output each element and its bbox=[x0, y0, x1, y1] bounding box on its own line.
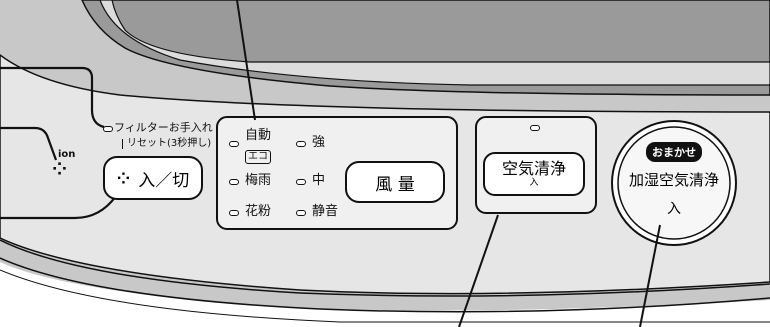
auto-led bbox=[229, 141, 239, 147]
power-button-label: 入／切 bbox=[138, 170, 190, 191]
auto-label: 自動 bbox=[245, 128, 272, 143]
quiet-led bbox=[296, 210, 306, 216]
filter-reset-label: リセット(3秒押し) bbox=[122, 139, 211, 149]
rainy-label: 梅雨 bbox=[245, 173, 272, 188]
air-clean-label: 空気清浄 bbox=[501, 159, 566, 178]
medium-led bbox=[296, 179, 306, 185]
filter-label: フィルターお手入れ bbox=[114, 121, 213, 134]
grape-ion-icon: ⁘ bbox=[52, 159, 67, 180]
ion-label: ion bbox=[58, 149, 76, 160]
fan-speed-label: 風 量 bbox=[375, 174, 415, 195]
omakase-label: 加湿空気清浄 bbox=[628, 171, 719, 189]
omakase-button[interactable]: おまかせ 加湿空気清浄 入 bbox=[618, 128, 730, 238]
air-clean-led bbox=[530, 125, 540, 131]
filter-led-indicator bbox=[103, 126, 113, 132]
air-clean-button[interactable]: 空気清浄 入 bbox=[483, 152, 585, 196]
fan-speed-button[interactable]: 風 量 bbox=[345, 161, 445, 203]
omakase-badge: おまかせ bbox=[646, 142, 702, 162]
omakase-sub-label: 入 bbox=[667, 201, 681, 217]
pollen-label: 花粉 bbox=[245, 204, 272, 219]
eco-badge: エコ bbox=[245, 146, 271, 164]
grape-icon: ⁘ bbox=[116, 168, 131, 188]
medium-label: 中 bbox=[312, 173, 326, 188]
power-button[interactable]: ⁘ 入／切 bbox=[103, 156, 203, 200]
pollen-led bbox=[229, 210, 239, 216]
air-clean-sub-label: 入 bbox=[529, 178, 539, 188]
strong-label: 強 bbox=[312, 135, 326, 150]
quiet-label: 静音 bbox=[312, 204, 339, 219]
strong-led bbox=[296, 141, 306, 147]
rainy-led bbox=[229, 179, 239, 185]
